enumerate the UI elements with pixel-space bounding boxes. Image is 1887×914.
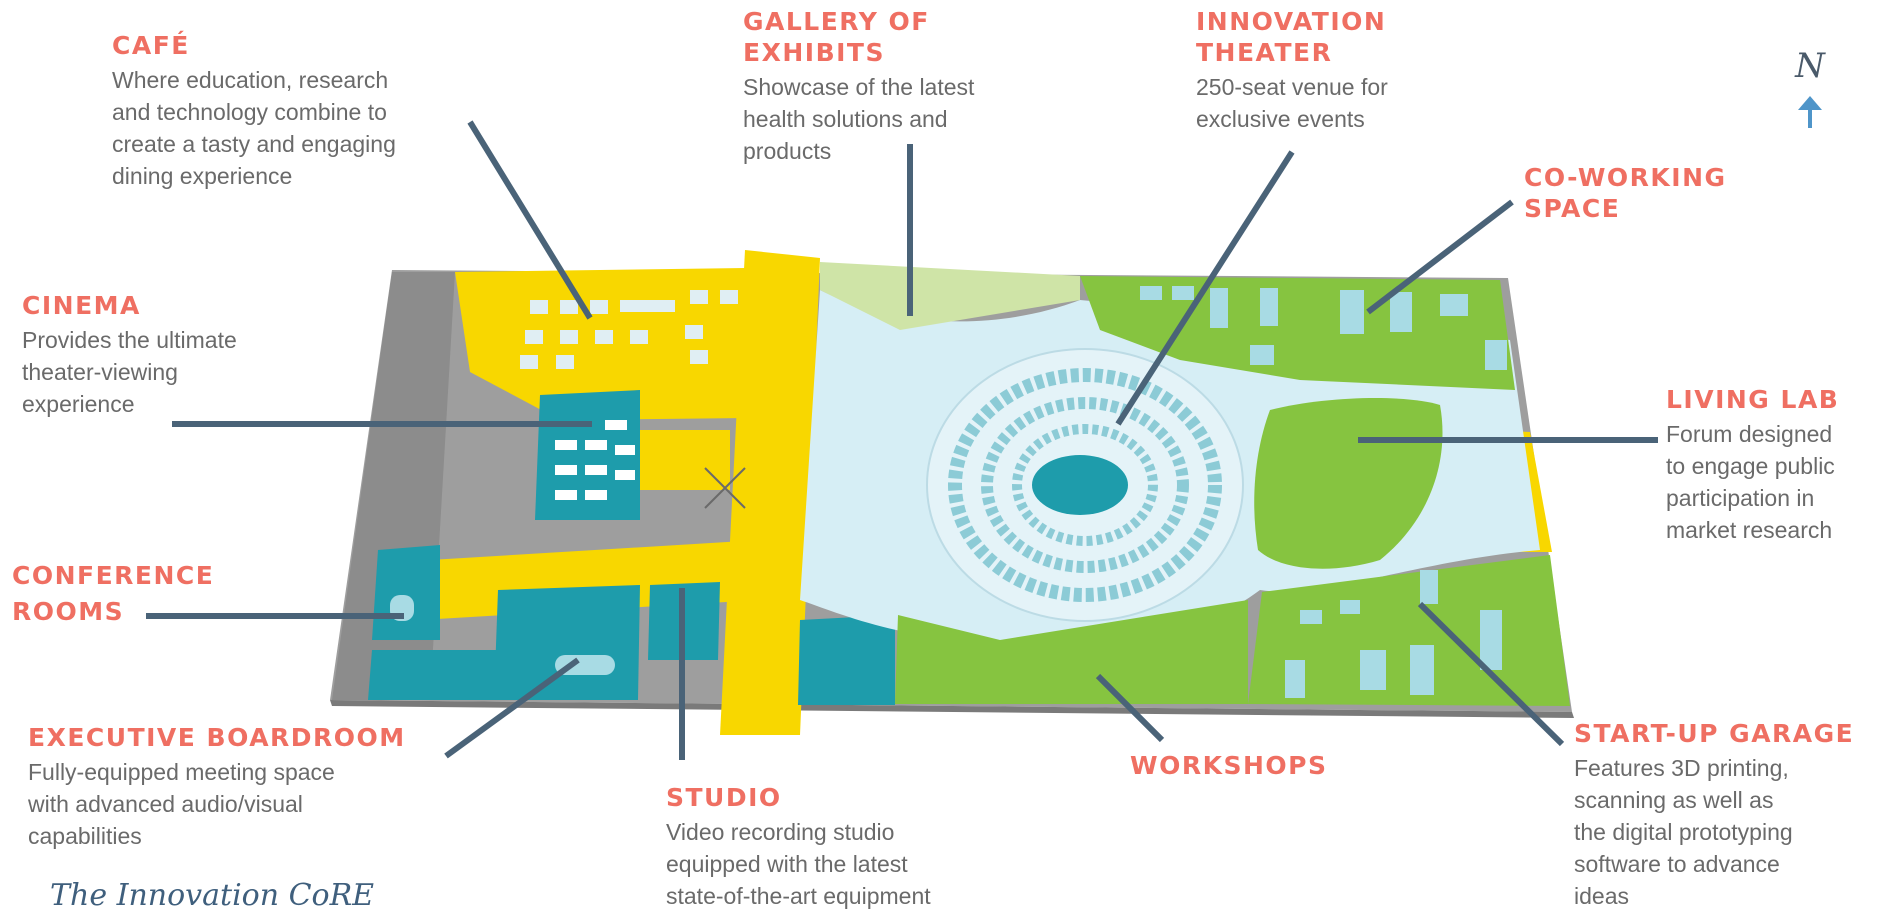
callout-conference: CONFERENCE ROOMS	[12, 558, 214, 630]
gallery-desc-line: health solutions and	[743, 106, 948, 132]
boardroom-desc-line: Fully-equipped meeting space	[28, 759, 335, 785]
startup-desc-line: the digital prototyping	[1574, 819, 1793, 845]
boardroom-title: EXECUTIVE BOARDROOM	[28, 723, 406, 752]
north-label: N	[1795, 46, 1825, 86]
gallery-title-line: EXHIBITS	[743, 38, 885, 67]
studio-desc-line: equipped with the latest	[666, 851, 908, 877]
leader-coworking	[1366, 199, 1514, 315]
startup-desc-line: scanning as well as	[1574, 787, 1774, 813]
startup-desc-line: software to advance	[1574, 851, 1780, 877]
callout-coworking: CO-WORKING SPACE	[1524, 162, 1727, 224]
leader-cafe	[467, 120, 593, 320]
boardroom-desc-line: capabilities	[28, 823, 142, 849]
livinglab-desc: Forum designed to engage public particip…	[1666, 418, 1839, 546]
livinglab-desc-line: market research	[1666, 517, 1833, 543]
cinema-desc-line: theater-viewing	[22, 359, 178, 385]
cafe-desc: Where education, research and technology…	[112, 64, 396, 192]
compass: N	[1790, 46, 1830, 86]
conference-rooms-south	[368, 650, 500, 700]
leader-lines	[146, 120, 1658, 760]
startup-desc: Features 3D printing, scanning as well a…	[1574, 752, 1854, 912]
theater-seat-ring	[948, 368, 1222, 602]
startup-desc-line: Features 3D printing,	[1574, 755, 1789, 781]
cafe-desc-line: dining experience	[112, 163, 293, 189]
executive-boardroom	[494, 585, 640, 700]
cinema-desc-line: experience	[22, 391, 135, 417]
callout-gallery: GALLERY OF EXHIBITS Showcase of the late…	[743, 6, 974, 167]
cafe-desc-line: create a tasty and engaging	[112, 131, 396, 157]
leader-theater	[1115, 150, 1295, 426]
theater-desc-line: exclusive events	[1196, 106, 1365, 132]
cafe-desc-line: Where education, research	[112, 67, 389, 93]
leader-startup	[1417, 601, 1565, 747]
boardroom-desc: Fully-equipped meeting space with advanc…	[28, 756, 406, 852]
cinema-title: CINEMA	[22, 291, 141, 320]
leader-boardroom	[444, 657, 580, 759]
startup-desc-line: ideas	[1574, 883, 1629, 909]
boardroom-table	[555, 655, 615, 675]
theater-desc: 250-seat venue for exclusive events	[1196, 71, 1388, 135]
callout-startup: START-UP GARAGE Features 3D printing, sc…	[1574, 718, 1854, 912]
stair-core	[640, 430, 730, 490]
north-arrow-icon	[1798, 96, 1822, 128]
teal-room-south	[798, 615, 895, 705]
gallery-title-line: GALLERY OF	[743, 7, 930, 36]
workshops-area	[895, 600, 1248, 704]
theater-seat-ring	[981, 397, 1189, 573]
studio-desc: Video recording studio equipped with the…	[666, 816, 931, 912]
callout-cinema: CINEMA Provides the ultimate theater-vie…	[22, 290, 237, 420]
cinema-seats	[555, 420, 635, 500]
gallery-desc-line: Showcase of the latest	[743, 74, 975, 100]
gallery-title: GALLERY OF EXHIBITS	[743, 6, 974, 68]
theater-stage	[1032, 455, 1128, 515]
cafe-title: CAFÉ	[112, 31, 190, 60]
livinglab-desc-line: to engage public	[1666, 453, 1835, 479]
theater-seat-ring	[1012, 424, 1158, 546]
conference-room	[372, 545, 440, 640]
gallery-lawn	[820, 262, 1080, 330]
livinglab-desc-line: participation in	[1666, 485, 1815, 511]
stair-mark	[704, 467, 746, 509]
cinema-desc-line: Provides the ultimate	[22, 327, 237, 353]
coworking-title-line: CO-WORKING	[1524, 163, 1727, 192]
callout-cafe: CAFÉ Where education, research and techn…	[112, 30, 396, 192]
callout-theater: INNOVATION THEATER 250-seat venue for ex…	[1196, 6, 1388, 135]
theater-desc-line: 250-seat venue for	[1196, 74, 1388, 100]
livinglab-desc-line: Forum designed	[1666, 421, 1833, 447]
callout-workshops: WORKSHOPS	[1130, 750, 1327, 781]
slab-edge	[330, 700, 1574, 718]
studio-desc-line: Video recording studio	[666, 819, 895, 845]
gallery-desc: Showcase of the latest health solutions …	[743, 71, 974, 167]
brand-title: The Innovation CoRE	[50, 878, 375, 913]
studio-title: STUDIO	[666, 783, 782, 812]
callout-studio: STUDIO Video recording studio equipped w…	[666, 782, 931, 912]
theater-title-line: INNOVATION	[1196, 7, 1387, 36]
callout-livinglab: LIVING LAB Forum designed to engage publ…	[1666, 384, 1839, 546]
coworking-title-line: SPACE	[1524, 194, 1621, 223]
workshops-title: WORKSHOPS	[1130, 751, 1328, 780]
livinglab-title: LIVING LAB	[1666, 385, 1840, 414]
gallery-desc-line: products	[743, 138, 832, 164]
boardroom-desc-line: with advanced audio/visual	[28, 791, 303, 817]
startup-desks	[1285, 570, 1502, 698]
cafe-tables	[520, 290, 738, 369]
cinema-desc: Provides the ultimate theater-viewing ex…	[22, 324, 237, 420]
conference-title-line: ROOMS	[12, 597, 125, 626]
startup-title: START-UP GARAGE	[1574, 719, 1855, 748]
studio-desc-line: state-of-the-art equipment	[666, 883, 931, 909]
leader-workshops	[1095, 673, 1165, 743]
cafe-desc-line: and technology combine to	[112, 99, 387, 125]
conference-title-line: CONFERENCE	[12, 561, 215, 590]
coworking-title: CO-WORKING SPACE	[1524, 162, 1727, 224]
conference-title: CONFERENCE ROOMS	[12, 558, 214, 630]
main-corridor	[720, 250, 820, 735]
coworking-desks	[1140, 286, 1507, 370]
theater-title: INNOVATION THEATER	[1196, 6, 1388, 68]
theater-title-line: THEATER	[1196, 38, 1333, 67]
callout-boardroom: EXECUTIVE BOARDROOM Fully-equipped meeti…	[28, 722, 406, 852]
